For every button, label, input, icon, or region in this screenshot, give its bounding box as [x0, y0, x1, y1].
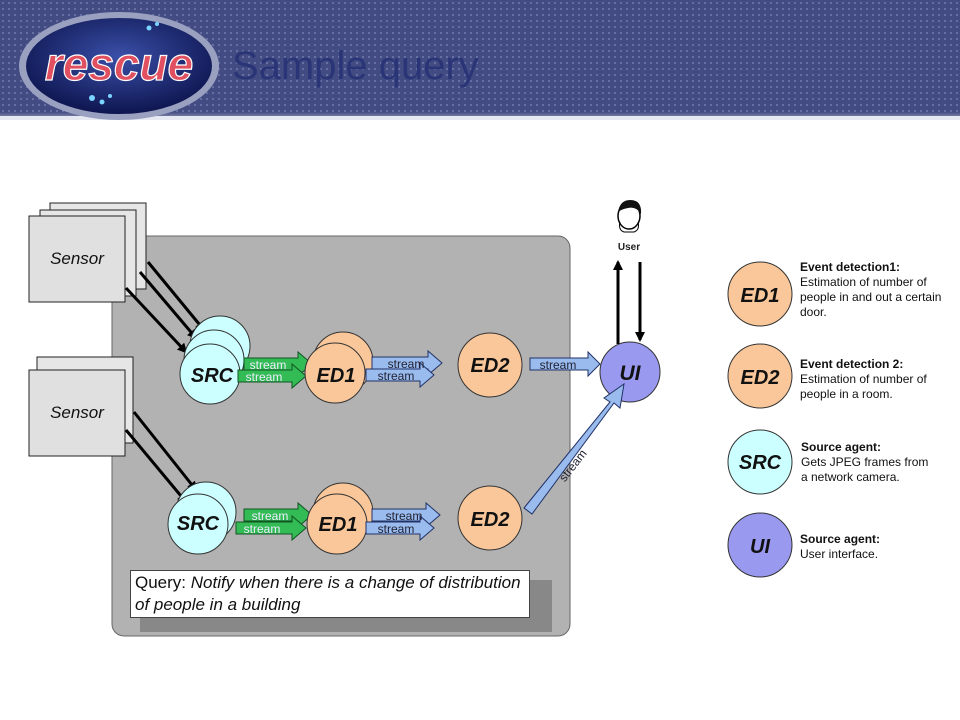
rescue-logo: rescue [19, 12, 219, 120]
legend-ui-node: UI [727, 512, 793, 578]
legend-src-node: SRC [727, 429, 793, 495]
sensor-stack-top: Sensor [28, 202, 147, 303]
ed1-label-top: ED1 [317, 365, 356, 387]
svg-text:stream: stream [378, 369, 415, 383]
user-label: User [618, 242, 640, 253]
user-icon: User [617, 200, 642, 253]
svg-text:SRC: SRC [739, 452, 782, 474]
svg-text:stream: stream [540, 358, 577, 372]
svg-text:UI: UI [750, 536, 770, 558]
ed1-label-bottom: ED1 [319, 514, 358, 536]
legend-ed2-node: ED2 [727, 343, 793, 409]
legend-ui-text: Source agent: User interface. [800, 532, 881, 561]
legend-ed1-node: ED1 [727, 261, 793, 327]
svg-text:ED2: ED2 [741, 367, 780, 389]
ed2-node-top: ED2 [457, 332, 523, 398]
page-title: Sample query [232, 44, 479, 88]
legend-src-text: Source agent: Gets JPEG frames from a ne… [801, 440, 929, 484]
svg-text:stream: stream [386, 509, 423, 523]
svg-text:stream: stream [250, 358, 287, 372]
stream-blue-top: stream stream [365, 349, 443, 389]
svg-text:stream: stream [246, 370, 283, 384]
svg-text:stream: stream [244, 522, 281, 536]
svg-text:stream: stream [388, 357, 425, 371]
svg-text:stream: stream [252, 509, 289, 523]
ed1-node-stack-top: ED1 [304, 331, 374, 404]
sensor-stack-bottom: Sensor [28, 356, 134, 457]
ed2-label-bottom: ED2 [471, 509, 510, 531]
stream-green-top: stream stream [237, 350, 313, 390]
ed2-label-top: ED2 [471, 355, 510, 377]
logo-text: rescue [45, 38, 193, 90]
ui-node: UI [599, 341, 661, 403]
sensor-label-bottom: Sensor [50, 403, 105, 422]
stream-ed2-to-ui: stream [529, 350, 601, 378]
stream-green-bottom: stream stream [235, 501, 313, 542]
src-label-top: SRC [191, 365, 234, 387]
query-box: Query: Notify when there is a change of … [130, 570, 530, 618]
svg-text:ED1: ED1 [741, 285, 780, 307]
query-prefix: Query: [135, 573, 187, 592]
legend-ed2-text: Event detection 2: Estimation of number … [800, 357, 927, 401]
stream-blue-bottom: stream stream [365, 501, 441, 542]
src-node-stack-bottom: SRC [167, 481, 237, 555]
src-label-bottom: SRC [177, 513, 220, 535]
sensor-label-top: Sensor [50, 249, 105, 268]
ui-label: UI [620, 362, 642, 385]
src-node-stack-top: SRC [179, 315, 251, 405]
query-text: Notify when there is a change of distrib… [135, 573, 521, 614]
legend-ed1-text: Event detection1: Estimation of number o… [800, 260, 942, 319]
ed2-node-bottom: ED2 [457, 485, 523, 551]
svg-text:stream: stream [378, 522, 415, 536]
